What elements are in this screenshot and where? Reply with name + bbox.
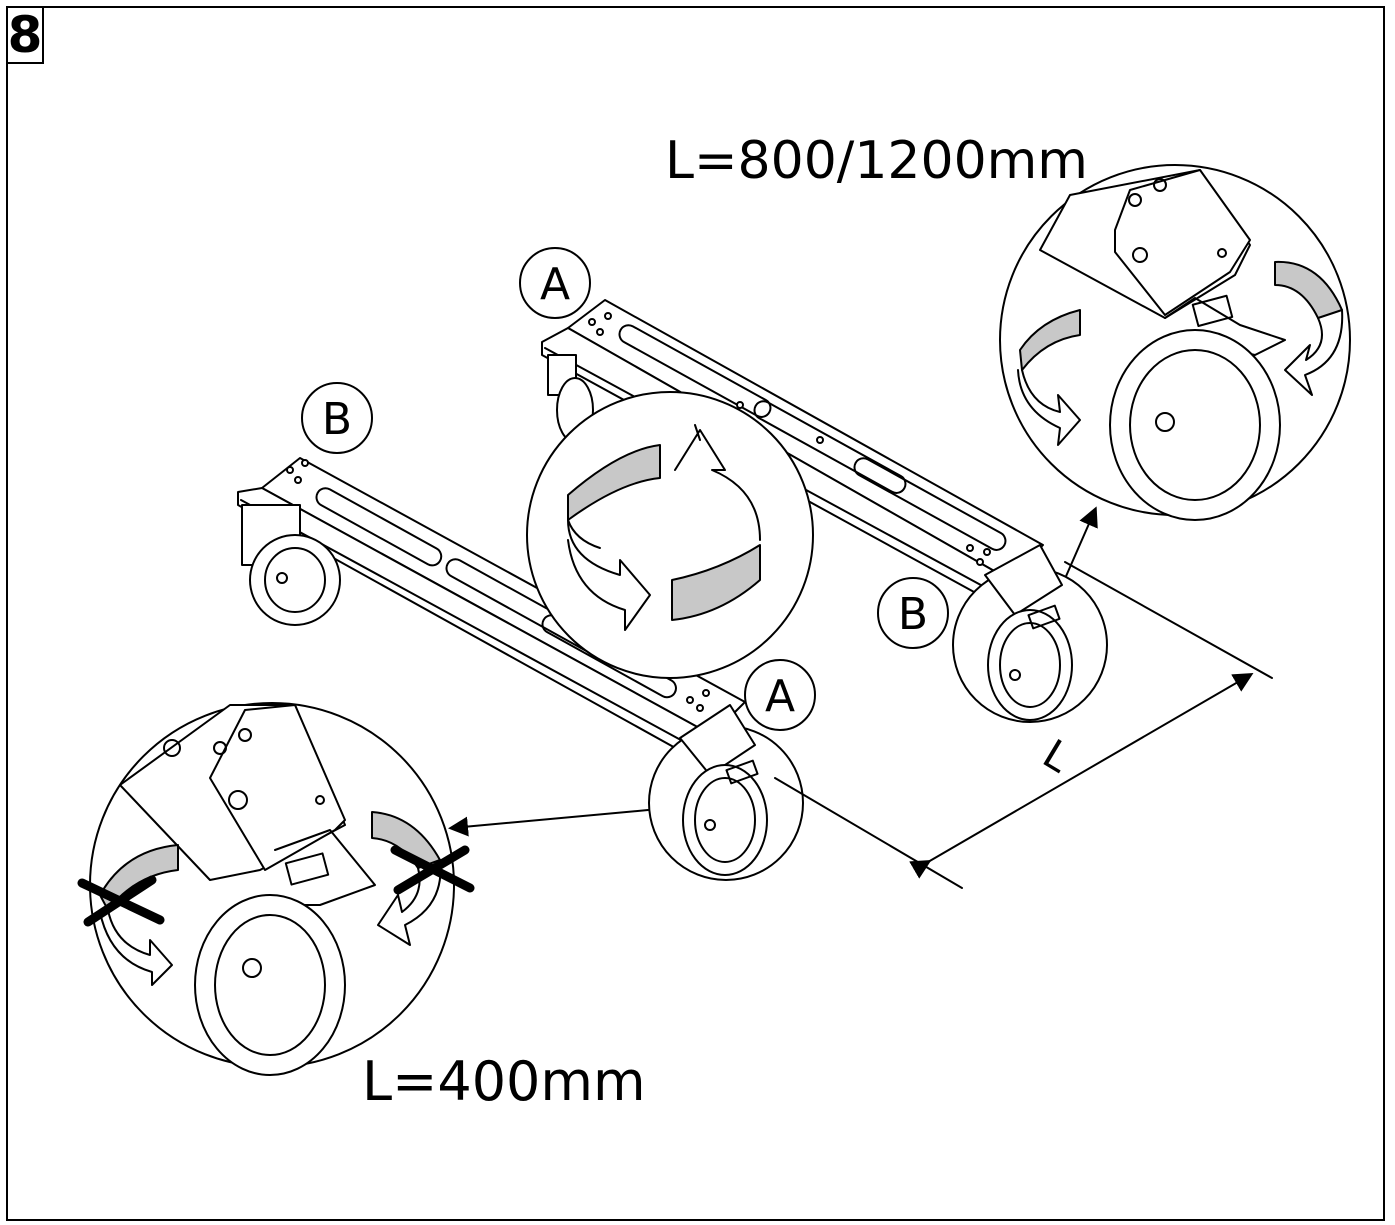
callout-a-front-letter: A (765, 671, 795, 722)
step-number: 8 (7, 6, 43, 64)
dimension-symbol: L (1035, 731, 1078, 782)
callout-a-rear-letter: A (540, 259, 570, 310)
callout-b-front: B (301, 382, 373, 454)
callout-b-front-letter: B (322, 394, 352, 445)
rotate-symbol (526, 391, 814, 679)
step-number-box: 8 (6, 6, 44, 64)
dimension-line (774, 561, 1273, 889)
callout-b-rear-letter: B (898, 589, 928, 640)
figure-frame (6, 6, 1385, 1221)
detail-circle-swivel (999, 164, 1351, 521)
pointer-arrow-fixed (448, 809, 649, 837)
detail-circle-fixed (77, 702, 475, 1076)
length-long-label: L=800/1200mm (665, 131, 1088, 191)
callout-b-rear: B (877, 577, 949, 649)
caster-circle-front (648, 704, 804, 881)
not-allowed-icon-right (390, 845, 475, 895)
length-short-label: L=400mm (362, 1050, 646, 1113)
callout-a-rear: A (519, 247, 591, 319)
not-allowed-icon-left (77, 875, 165, 927)
callout-a-front: A (744, 659, 816, 731)
